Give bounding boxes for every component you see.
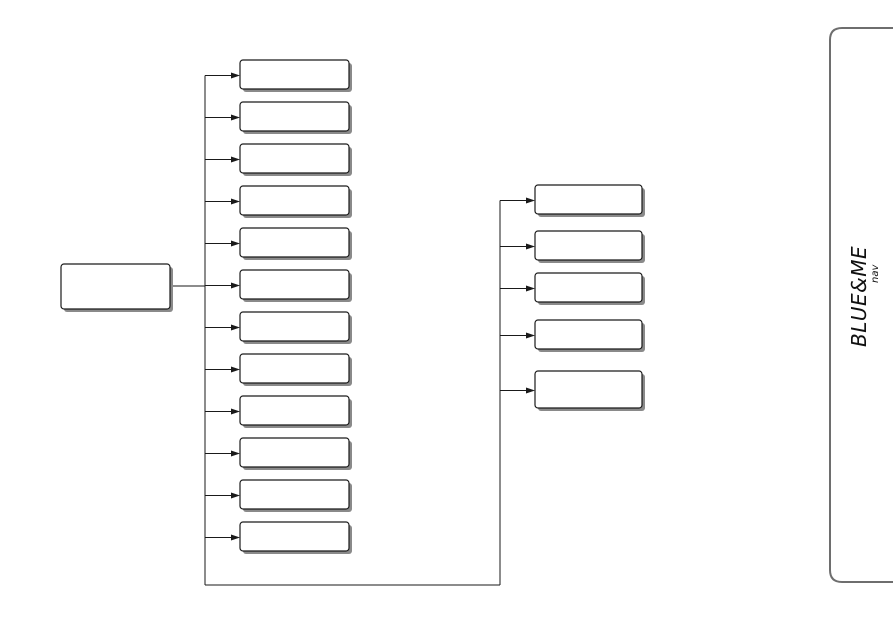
diagram-nodes	[60, 59, 645, 554]
branch-a-node-9	[239, 395, 352, 428]
branch-b-arrow-4-arrowhead	[526, 332, 535, 339]
branch-a-arrow-12-arrowhead	[231, 534, 240, 541]
branch-a-node-5-frame	[239, 227, 350, 258]
branch-b-arrow-2-arrowhead	[526, 243, 535, 250]
branch-b-node-5-frame	[534, 370, 643, 409]
branch-a-node-5	[239, 227, 352, 260]
connector-lines	[172, 72, 535, 586]
branch-a-node-4	[239, 185, 352, 218]
root-node-frame	[60, 263, 171, 310]
branch-a-node-12	[239, 521, 352, 554]
branch-b-node-3-frame	[534, 272, 643, 303]
branch-a-node-3-frame	[239, 143, 350, 174]
branch-a-node-12-frame	[239, 521, 350, 552]
branch-b-node-3	[534, 272, 645, 305]
brand-logo: BLUE&ME nav	[847, 246, 881, 347]
brand-logo-sub: nav	[870, 264, 881, 283]
branch-a-node-1-frame	[239, 59, 350, 90]
branch-b-node-1	[534, 184, 645, 217]
branch-a-arrow-1-arrowhead	[231, 72, 240, 79]
branch-a-node-7	[239, 311, 352, 344]
branch-a-node-2-frame	[239, 101, 350, 132]
branch-a-node-6-frame	[239, 269, 350, 300]
branch-a-node-11-frame	[239, 479, 350, 510]
branch-b-node-4-frame	[534, 319, 643, 350]
branch-a-node-6	[239, 269, 352, 302]
branch-a-arrow-4-arrowhead	[231, 198, 240, 205]
branch-a-node-10-frame	[239, 437, 350, 468]
branch-a-node-1	[239, 59, 352, 92]
branch-b-arrow-1-arrowhead	[526, 197, 535, 204]
branch-a-node-9-frame	[239, 395, 350, 426]
branch-b-node-2	[534, 230, 645, 263]
side-tab-outline	[829, 27, 893, 583]
brand-logo-main: BLUE&ME	[847, 246, 871, 347]
branch-a-arrow-2-arrowhead	[231, 114, 240, 121]
branch-a-node-7-frame	[239, 311, 350, 342]
branch-a-arrow-6-arrowhead	[231, 282, 240, 289]
branch-a-node-4-frame	[239, 185, 350, 216]
branch-a-arrow-9-arrowhead	[231, 408, 240, 415]
branch-b-arrow-5-arrowhead	[526, 387, 535, 394]
branch-b-arrow-3-arrowhead	[526, 285, 535, 292]
branch-a-node-3	[239, 143, 352, 176]
branch-a-node-10	[239, 437, 352, 470]
branch-a-arrow-10-arrowhead	[231, 450, 240, 457]
branch-a-node-11	[239, 479, 352, 512]
branch-a-arrow-5-arrowhead	[231, 240, 240, 247]
branch-a-arrow-7-arrowhead	[231, 324, 240, 331]
branch-b-node-1-frame	[534, 184, 643, 215]
branch-b-node-5	[534, 370, 645, 411]
branch-a-node-2	[239, 101, 352, 134]
branch-a-node-8	[239, 353, 352, 386]
branch-a-arrow-3-arrowhead	[231, 156, 240, 163]
branch-a-arrow-11-arrowhead	[231, 492, 240, 499]
branch-b-node-4	[534, 319, 645, 352]
branch-b-node-2-frame	[534, 230, 643, 261]
root-node	[60, 263, 173, 312]
branch-a-arrow-8-arrowhead	[231, 366, 240, 373]
branch-a-node-8-frame	[239, 353, 350, 384]
